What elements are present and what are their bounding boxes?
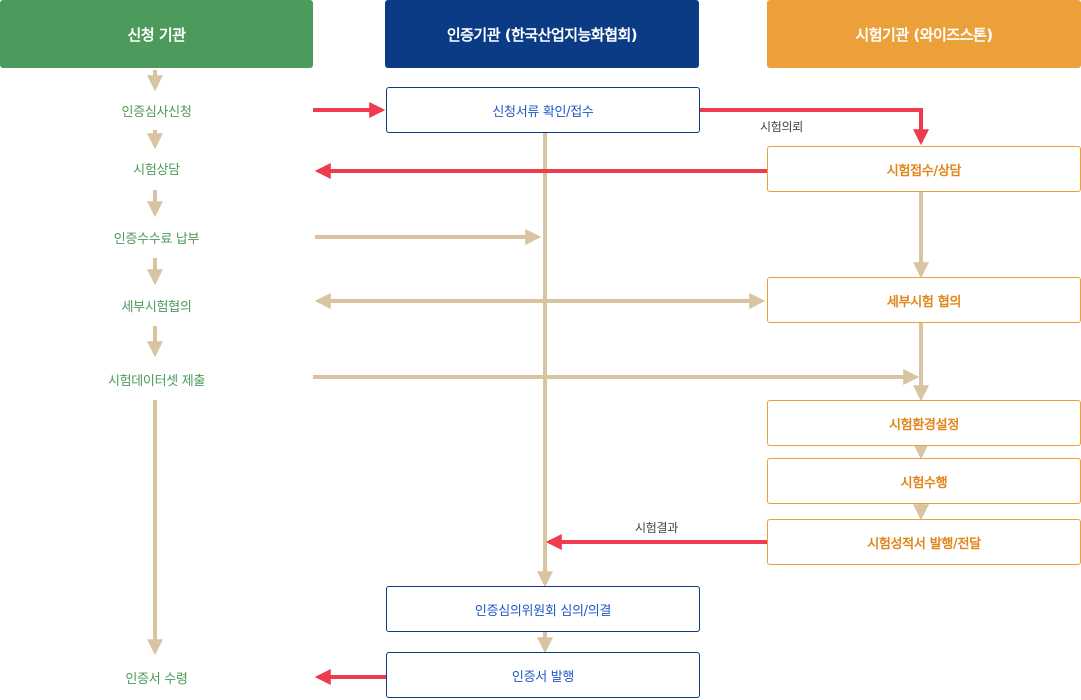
test-box-environment: 시험환경설정 (767, 400, 1081, 446)
cert-box-committee: 인증심의위원회 심의/의결 (386, 586, 700, 632)
test-box-reception: 시험접수/상담 (767, 146, 1081, 192)
cert-box-issue: 인증서 발행 (386, 652, 700, 698)
applicant-step-fee: 인증수수료 납부 (113, 232, 200, 247)
test-box-report: 시험성적서 발행/전달 (767, 519, 1081, 565)
certification-header: 인증기관 (한국산업지능화협회) (385, 0, 699, 68)
applicant-step-receive: 인증서 수령 (125, 672, 188, 687)
applicant-step-dataset: 시험데이터셋 제출 (107, 374, 206, 389)
applicant-step-consult: 시험상담 (133, 163, 180, 178)
test-box-detail: 세부시험 협의 (767, 277, 1081, 323)
test-request-label: 시험의뢰 (760, 120, 803, 134)
test-result-label: 시험결과 (635, 521, 678, 535)
applicant-header: 신청 기관 (0, 0, 313, 68)
test-request-arrow (700, 108, 929, 146)
cert-box-document-review: 신청서류 확인/접수 (386, 87, 700, 133)
applicant-step-detail: 세부시험협의 (121, 300, 192, 315)
applicant-step-apply: 인증심사신청 (121, 105, 192, 120)
test-box-execution: 시험수행 (767, 458, 1081, 504)
testing-header: 시험기관 (와이즈스톤) (767, 0, 1081, 68)
